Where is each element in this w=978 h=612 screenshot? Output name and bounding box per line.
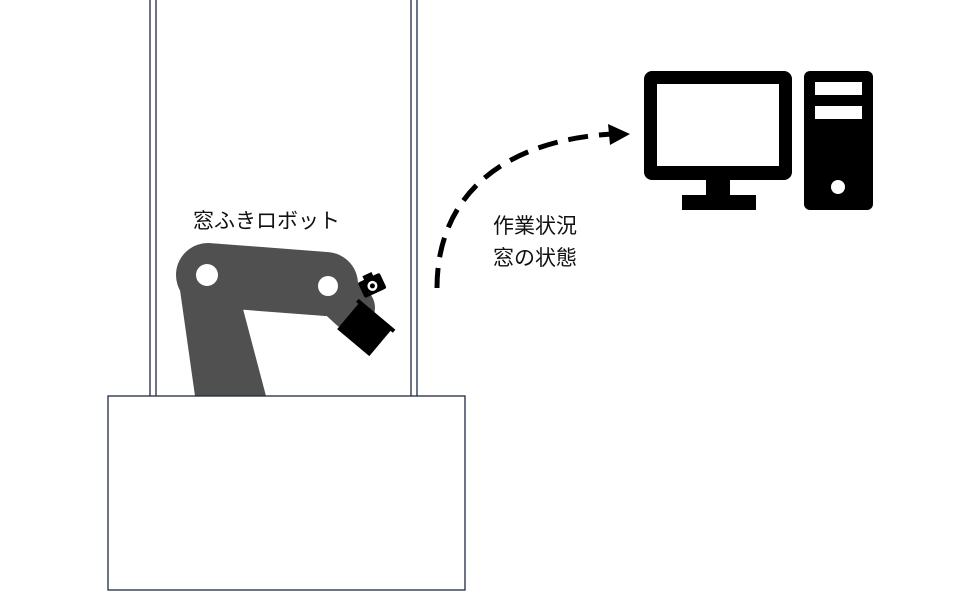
- shoulder-joint-icon: [196, 264, 218, 286]
- cleaning-head-icon: [337, 298, 396, 357]
- robot-base-box: [107, 395, 466, 591]
- elbow-joint-icon: [318, 276, 338, 296]
- transmission-label-window-state: 窓の状態: [493, 246, 577, 270]
- transmission-label-work-status: 作業状況: [493, 214, 577, 238]
- arrowhead-icon: [608, 124, 630, 145]
- robot-arm: [176, 243, 375, 396]
- robot-label: 窓ふきロボット: [193, 209, 340, 233]
- window-frame: [149, 0, 418, 396]
- robot-arm-lower-link: [180, 290, 266, 396]
- camera-icon: [358, 272, 387, 298]
- transmission-arrow: [434, 131, 613, 289]
- monitor-icon: [644, 71, 792, 210]
- pc-tower-icon: [804, 71, 873, 210]
